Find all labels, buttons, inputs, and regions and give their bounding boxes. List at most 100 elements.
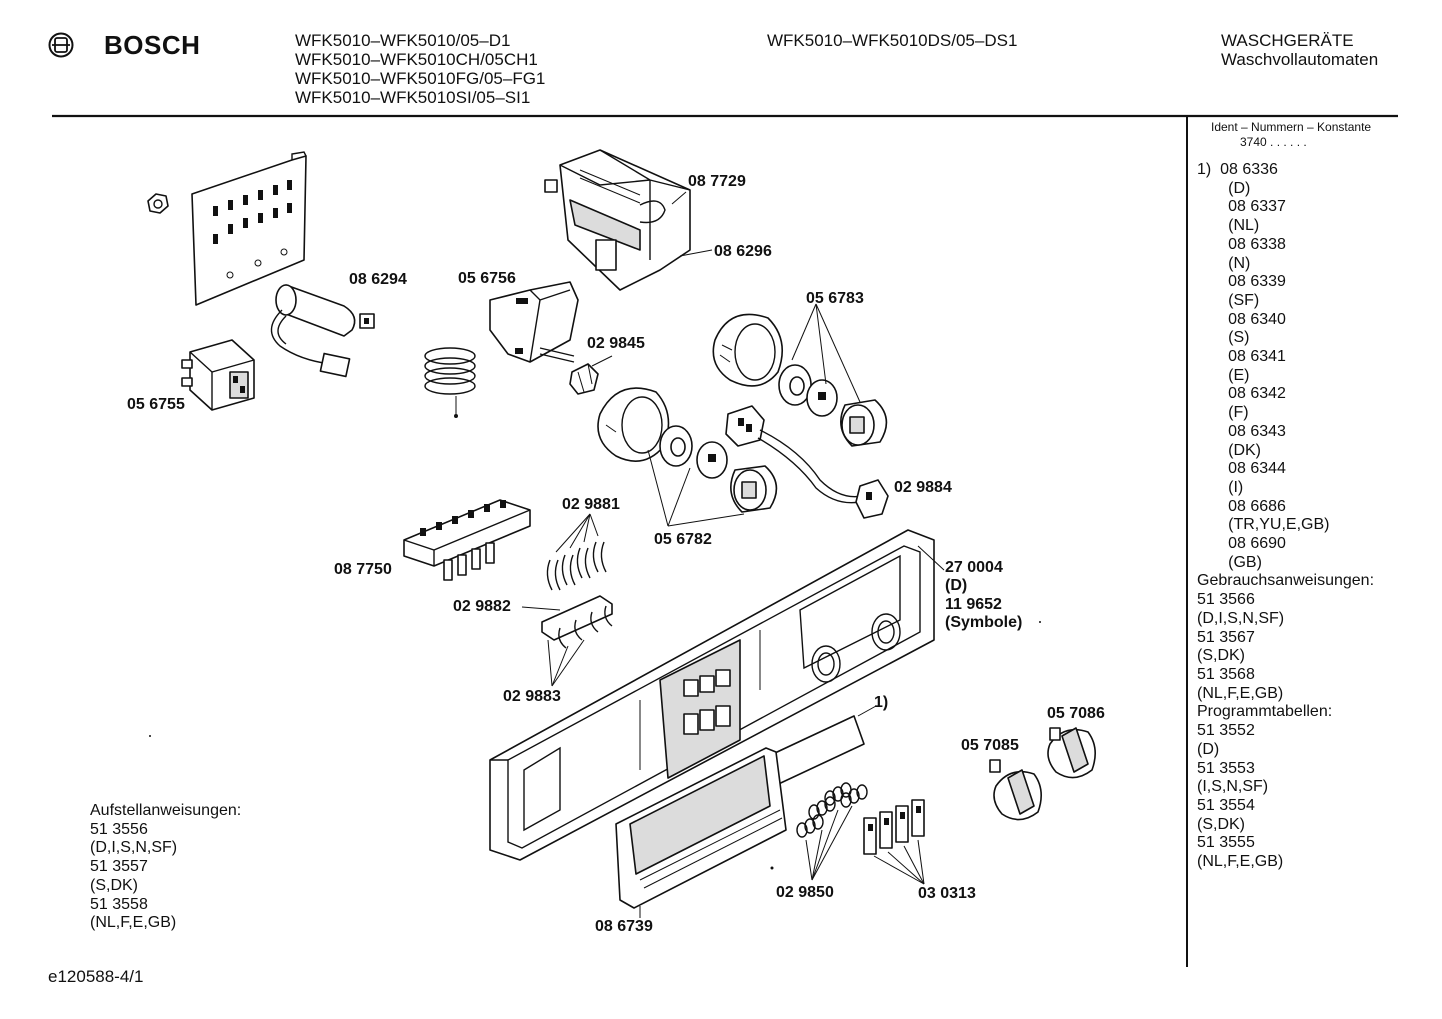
leader-270004 xyxy=(917,545,945,571)
model-line: WFK5010–WFK5010CH/05CH1 xyxy=(295,50,538,69)
part-label: 08 6739 xyxy=(595,918,653,935)
contact-springs xyxy=(546,541,607,591)
knob-sleeve-lower xyxy=(597,387,778,513)
button-springs xyxy=(796,782,868,838)
setup-title: Aufstellanweisungen: xyxy=(90,802,242,819)
model-center: WFK5010–WFK5010DS/05–DS1 xyxy=(767,31,1018,50)
leader-029882 xyxy=(521,606,561,611)
side-line: 51 3555 xyxy=(1197,834,1255,852)
setup-line: 51 3558 xyxy=(90,895,148,913)
side-line: 08 6690 xyxy=(1197,535,1286,553)
spring-part xyxy=(424,347,476,418)
side-line: 08 6344 xyxy=(1197,460,1286,478)
side-line: Programmtabellen: xyxy=(1197,703,1333,721)
category: WASCHGERÄTE Waschvollautomaten xyxy=(1221,31,1378,69)
side-line: (F) xyxy=(1197,404,1249,422)
contact-carrier xyxy=(541,595,613,649)
part-label: 02 9881 xyxy=(562,496,620,513)
capacitor-part xyxy=(270,284,375,378)
rotary-knob-057086 xyxy=(1047,727,1096,779)
part-label: 05 6755 xyxy=(127,396,185,413)
side-line: (E) xyxy=(1197,366,1250,384)
brand-name: BOSCH xyxy=(104,30,201,60)
side-line: 51 3554 xyxy=(1197,796,1255,814)
part-label: 08 7729 xyxy=(688,173,746,190)
part-label: (Symbole) xyxy=(945,614,1023,631)
category-line2: Waschvollautomaten xyxy=(1221,50,1379,69)
side-list: 1) 08 6336 (D) 08 6337 (NL) 08 6338 (N) … xyxy=(1197,161,1374,872)
side-line: 51 3568 xyxy=(1197,665,1255,683)
setup-line: (S,DK) xyxy=(90,876,138,894)
ident-title: Ident – Nummern – Konstante xyxy=(1211,120,1372,134)
control-panel xyxy=(489,529,935,861)
side-line: 51 3552 xyxy=(1197,722,1255,740)
mounting-bracket xyxy=(191,151,307,306)
leader-030313 xyxy=(873,855,925,885)
category-line1: WASCHGERÄTE xyxy=(1221,31,1354,50)
part-label: 05 6783 xyxy=(806,290,864,307)
setup-line: 51 3556 xyxy=(90,820,148,838)
part-label: 02 9845 xyxy=(587,335,645,352)
leader-087729 xyxy=(671,191,687,205)
model-line: WFK5010–WFK5010FG/05–FG1 xyxy=(295,69,546,88)
model-list-left: WFK5010–WFK5010/05–D1 WFK5010–WFK5010CH/… xyxy=(295,31,545,107)
footer-code: e120588-4/1 xyxy=(48,967,144,986)
side-line: 51 3553 xyxy=(1197,759,1255,777)
side-line: 08 6339 xyxy=(1197,273,1286,291)
model-line: WFK5010–WFK5010/05–D1 xyxy=(295,31,511,50)
leader-086296 xyxy=(679,249,713,257)
side-line: (NL,F,E,GB) xyxy=(1197,853,1284,871)
part-label: 02 9850 xyxy=(776,884,834,901)
display-window xyxy=(615,747,787,909)
side-line: (S,DK) xyxy=(1197,647,1245,665)
side-line: (D) xyxy=(1197,740,1220,758)
leader-056782 xyxy=(647,449,669,527)
side-line: 08 6340 xyxy=(1197,310,1286,328)
part-label: 05 7086 xyxy=(1047,705,1105,722)
side-line: (N) xyxy=(1197,254,1251,272)
side-line: Gebrauchsanweisungen: xyxy=(1197,572,1375,590)
side-line: (GB) xyxy=(1197,553,1262,571)
part-label: 11 9652 xyxy=(945,596,1002,613)
side-line: 08 6338 xyxy=(1197,235,1286,253)
part-label: 03 0313 xyxy=(918,885,976,902)
setup-instructions: Aufstellanweisungen: 51 3556 (D,I,S,N,SF… xyxy=(90,802,241,933)
setup-line: 51 3557 xyxy=(90,858,148,876)
model-line: WFK5010–WFK5010SI/05–SI1 xyxy=(295,88,531,107)
push-buttons xyxy=(863,799,925,855)
part-label: 08 7750 xyxy=(334,561,392,578)
part-label: 27 0004 xyxy=(945,559,1003,576)
side-line: (TR,YU,E,GB) xyxy=(1197,516,1330,534)
part-label: 05 7085 xyxy=(961,737,1019,754)
side-line: (D) xyxy=(1197,179,1251,197)
side-line: (NL) xyxy=(1197,217,1260,235)
side-line: (SF) xyxy=(1197,291,1260,309)
side-line: (I) xyxy=(1197,478,1244,496)
part-label: 1) xyxy=(874,694,889,711)
door-lock-switch xyxy=(489,281,579,363)
side-line: (S,DK) xyxy=(1197,815,1245,833)
side-line: 08 6343 xyxy=(1197,422,1286,440)
side-line: (S) xyxy=(1197,329,1250,347)
part-label: 05 6782 xyxy=(654,531,712,548)
side-line: (I,S,N,SF) xyxy=(1197,778,1269,796)
part-label: 08 6294 xyxy=(349,271,407,288)
part-label: 02 9883 xyxy=(503,688,561,705)
part-label: 05 6756 xyxy=(458,270,516,287)
side-line: 08 6342 xyxy=(1197,385,1286,403)
part-label: 02 9882 xyxy=(453,598,511,615)
transformer-part xyxy=(181,339,255,411)
coupler-part xyxy=(569,363,599,395)
side-line: (D,I,S,N,SF) xyxy=(1197,609,1285,627)
hex-nut xyxy=(147,193,169,214)
detergent-dispenser xyxy=(544,149,691,291)
terminal-block xyxy=(403,499,531,581)
side-line: 51 3567 xyxy=(1197,628,1255,646)
part-label: 08 6296 xyxy=(714,243,772,260)
part-label: 02 9884 xyxy=(894,479,952,496)
knob-sleeve-upper xyxy=(712,313,888,447)
setup-line: (D,I,S,N,SF) xyxy=(90,839,178,857)
side-line: 08 6337 xyxy=(1197,198,1286,216)
leader-029883 xyxy=(547,639,553,687)
